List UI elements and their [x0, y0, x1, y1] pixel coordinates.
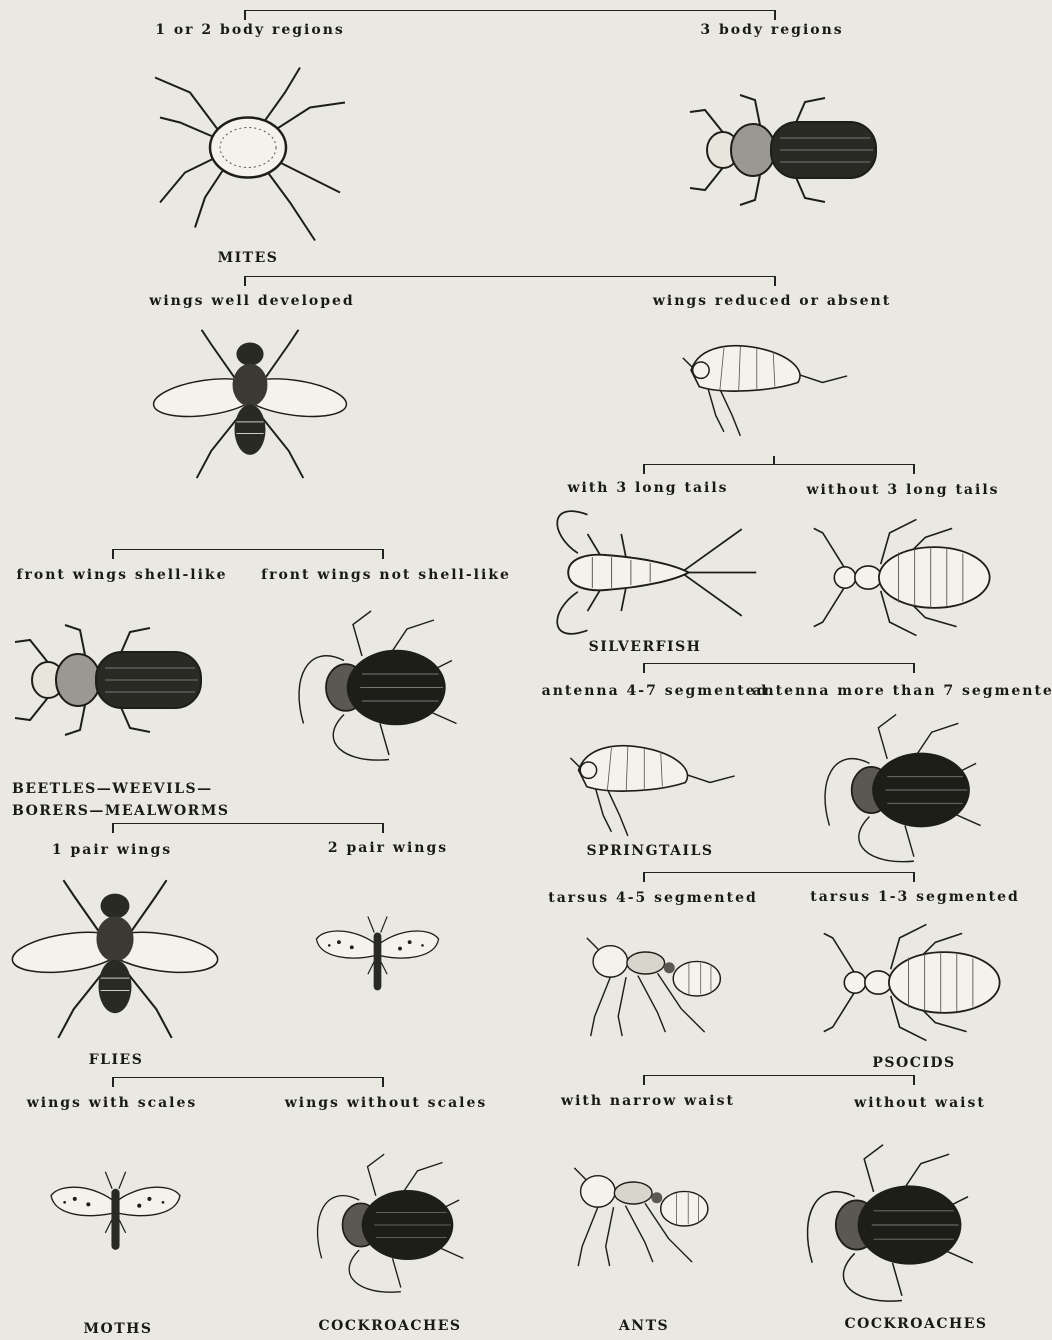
split-antenna-bracket	[643, 663, 915, 673]
label-antenna-4-7-segmented: antenna 4-7 segmented	[542, 683, 769, 699]
label-with-narrow-waist: with narrow waist	[561, 1093, 735, 1109]
label-without-waist: without waist	[854, 1095, 986, 1111]
label-2-pair-wings: 2 pair wings	[328, 840, 448, 856]
label-front-wings-not-shell-like: front wings not shell-like	[261, 567, 511, 583]
label-wings-well-developed: wings well developed	[149, 293, 354, 309]
caption-ants: ANTS	[619, 1318, 669, 1334]
caption-beetles: BEETLES—WEEVILS— BORERS—MEALWORMS	[12, 778, 229, 822]
springtail-illustration	[545, 725, 760, 840]
split-wings-bracket	[244, 276, 776, 286]
caption-moths: MOTHS	[84, 1321, 153, 1337]
label-wings-reduced-or-absent: wings reduced or absent	[653, 293, 891, 309]
beetle-illustration-shell-like	[10, 615, 210, 745]
caption-beetles-line2: BORERS—MEALWORMS	[12, 800, 229, 822]
psocid-illustration	[810, 920, 1025, 1045]
cockroach-illustration-left	[300, 1150, 485, 1300]
springtail-illustration-top	[655, 325, 875, 440]
split-waist-bracket	[643, 1075, 915, 1085]
psocid-illustration-top	[800, 515, 1015, 640]
label-front-wings-shell-like: front wings shell-like	[16, 567, 227, 583]
caption-springtails: SPRINGTAILS	[586, 843, 713, 859]
split-wing-scales-bracket	[112, 1077, 384, 1087]
caption-silverfish: SILVERFISH	[589, 639, 702, 655]
label-without-3-long-tails: without 3 long tails	[806, 482, 999, 498]
caption-flies: FLIES	[89, 1052, 144, 1068]
split-tails-bracket	[643, 464, 915, 474]
caption-cockroaches-left: COCKROACHES	[319, 1318, 462, 1334]
label-wings-without-scales: wings without scales	[285, 1095, 488, 1111]
cockroach-illustration-antenna	[805, 710, 1005, 870]
label-wings-with-scales: wings with scales	[27, 1095, 198, 1111]
label-tarsus-1-3-segmented: tarsus 1-3 segmented	[810, 889, 1020, 905]
caption-psocids: PSOCIDS	[872, 1055, 955, 1071]
cockroach-illustration-right	[790, 1140, 995, 1310]
caption-beetles-line1: BEETLES—WEEVILS—	[12, 778, 229, 800]
split-wing-pairs-bracket	[112, 823, 384, 833]
split-body-regions-bracket	[244, 10, 776, 20]
fly-illustration	[10, 875, 220, 1040]
label-3-body-regions: 3 body regions	[700, 22, 843, 38]
label-1-pair-wings: 1 pair wings	[52, 842, 172, 858]
moth-illustration-two-pair-wings	[300, 910, 455, 1000]
caption-mites: MITES	[218, 250, 279, 266]
split-tarsus-bracket	[643, 872, 915, 882]
mite-illustration	[150, 60, 350, 245]
cockroach-illustration-not-shell-like	[290, 600, 470, 775]
silverfish-illustration	[545, 505, 765, 640]
split-front-wings-bracket	[112, 549, 384, 559]
label-1-or-2-body-regions: 1 or 2 body regions	[155, 22, 345, 38]
caption-cockroaches-right: COCKROACHES	[845, 1316, 988, 1332]
label-with-3-long-tails: with 3 long tails	[567, 480, 728, 496]
label-tarsus-4-5-segmented: tarsus 4-5 segmented	[548, 890, 758, 906]
label-antenna-more-than-7-segmented: antenna more than 7 segmented	[752, 683, 1052, 699]
moth-illustration	[38, 1165, 193, 1260]
fly-illustration-top	[150, 325, 350, 480]
beetle-illustration-top	[685, 90, 885, 210]
ant-illustration-tarsus	[570, 930, 745, 1040]
ant-illustration	[560, 1160, 730, 1270]
